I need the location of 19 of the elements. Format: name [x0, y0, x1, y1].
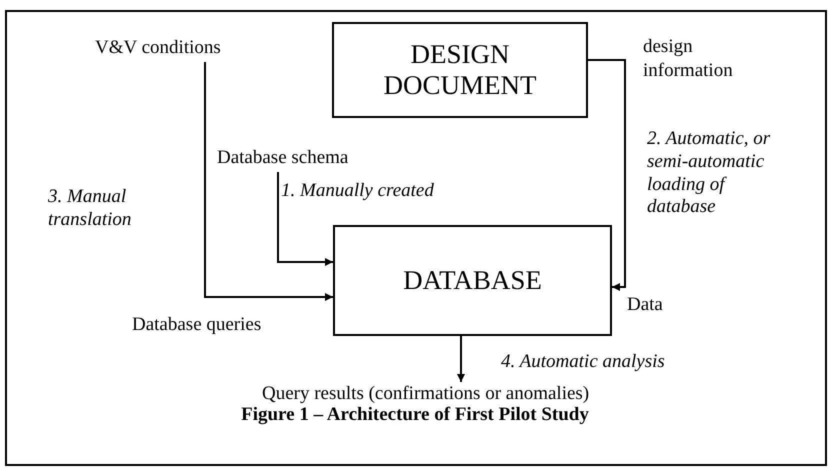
- node-text: DATABASE: [403, 264, 542, 296]
- edge-label: 4. Automatic analysis: [501, 351, 666, 374]
- edge-label: 2. Automatic, or semi-automatic loading of database: [647, 128, 772, 220]
- node-text: DESIGN DOCUMENT: [382, 38, 538, 102]
- process-box: [332, 22, 588, 118]
- process-box: [333, 225, 612, 336]
- flow-label: Data: [627, 293, 664, 317]
- edge-label: 3. Manual translation: [48, 186, 132, 232]
- node-text: Database schema: [217, 147, 348, 169]
- edge-label: 1. Manually created: [281, 180, 435, 203]
- arrow: [588, 59, 626, 291]
- figure-caption: Figure 1 – Architecture of First Pilot Study: [240, 404, 590, 426]
- node-text: V&V conditions: [95, 37, 221, 59]
- arrow: [457, 336, 465, 382]
- flow-label: Database queries: [132, 313, 262, 337]
- arrow: [277, 172, 333, 266]
- arrow: [204, 62, 333, 301]
- flow-label: design information: [643, 35, 734, 82]
- node-text: Query results (confirmations or anomalies): [262, 383, 590, 405]
